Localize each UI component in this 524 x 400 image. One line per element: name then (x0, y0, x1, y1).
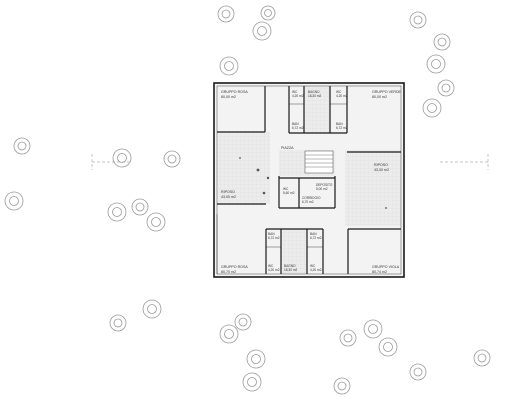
tree-icon (219, 324, 239, 344)
north-bath-tiles (304, 86, 330, 133)
nw-group-name: GRUPPO ROSA (221, 90, 248, 94)
north-wc-left-name: WC (292, 90, 298, 94)
south-bath-tiles (281, 229, 307, 274)
north-wc-right-area: 4,20 m2 (336, 94, 348, 98)
tree-icon (131, 198, 149, 216)
tree-icon (260, 5, 276, 21)
north-wc-right-name: WC (336, 90, 342, 94)
tree-icon (252, 21, 272, 41)
tree-icon (142, 299, 162, 319)
tree-icon (217, 5, 235, 23)
tree-icon (13, 137, 31, 155)
tree-icon (234, 313, 252, 331)
interior-walls (217, 86, 401, 274)
north-bath-area: 18,30 m2 (308, 94, 322, 98)
tree-icon (4, 191, 24, 211)
south-wc-right-area: 4,20 m2 (310, 268, 322, 272)
north-san-right-name: BAN (336, 122, 343, 126)
south-san-left-name: BAN (268, 232, 275, 236)
south-wc-right-name: WC (310, 264, 316, 268)
sw-group-name: GRUPPO ROSA (221, 265, 248, 269)
south-bath-name: BAGNO (284, 264, 296, 268)
tree-icon (378, 337, 398, 357)
tree-icon (146, 212, 166, 232)
north-san-left-area: 6,72 m2 (292, 126, 304, 130)
furniture (239, 157, 387, 209)
east-rest-name: RIPOSO (374, 163, 388, 167)
south-san-right-area: 6,72 m2 (310, 236, 322, 240)
tree-icon (437, 79, 455, 97)
tree-icon (163, 150, 181, 168)
ne-group-name: GRUPPO VERDE (372, 90, 402, 94)
west-tile-floor (218, 132, 270, 204)
tree-icon (242, 372, 262, 392)
se-group-area: 80,74 m2 (372, 270, 387, 274)
stair (304, 150, 334, 174)
west-rest-area: 43,00 m2 (221, 195, 236, 199)
tree-icon (246, 349, 266, 369)
tree-icon (433, 33, 451, 51)
south-bath-area: 18,30 m2 (284, 268, 298, 272)
tree-icon (333, 377, 351, 395)
tree-icon (109, 314, 127, 332)
tree-icon (112, 148, 132, 168)
wc-a-name: WC (283, 187, 289, 191)
nw-group-area: 80,00 m2 (221, 95, 236, 99)
trees (4, 5, 491, 395)
tree-icon (409, 363, 427, 381)
storage-c-name: DEPOSITO (316, 183, 333, 187)
tree-icon (473, 349, 491, 367)
tree-icon (219, 56, 239, 76)
tree-icon (363, 319, 383, 339)
tree-icon (339, 329, 357, 347)
tree-icon (422, 98, 442, 118)
west-rest-name: RIPOSO (221, 190, 235, 194)
outer-wall-inner (216, 85, 402, 275)
sw-group-area: 80,70 m2 (221, 270, 236, 274)
north-san-left-name: BAN (292, 122, 299, 126)
east-rest-area: 43,00 m2 (374, 168, 389, 172)
tree-icon (409, 11, 427, 29)
central-court-name: PIAZZA (281, 146, 294, 150)
outer-wall (213, 82, 405, 278)
building (213, 82, 405, 278)
se-group-name: GRUPPO VIOLA (372, 265, 400, 269)
south-wc-left-area: 4,20 m2 (268, 268, 280, 272)
corridor-area: 6,70 m2 (302, 200, 314, 204)
east-tile-floor (345, 150, 401, 226)
corridor-name: CORRIDOIO (302, 196, 321, 200)
room-labels: GRUPPO ROSA 80,00 m2 GRUPPO VERDE 80,00 … (221, 90, 402, 274)
tree-icon (107, 202, 127, 222)
north-bath-name: BAGNO (308, 90, 320, 94)
south-wc-left-name: WC (268, 264, 274, 268)
north-san-right-area: 6,72 m2 (336, 126, 348, 130)
south-san-left-area: 6,72 m2 (268, 236, 280, 240)
ne-group-area: 80,00 m2 (372, 95, 387, 99)
storage-c-area: 5,00 m2 (316, 187, 328, 191)
tree-icon (426, 54, 446, 74)
wc-a-area: 5,60 m2 (283, 191, 295, 195)
north-wc-left-area: 4,20 m2 (292, 94, 304, 98)
south-san-right-name: BAN (310, 232, 317, 236)
